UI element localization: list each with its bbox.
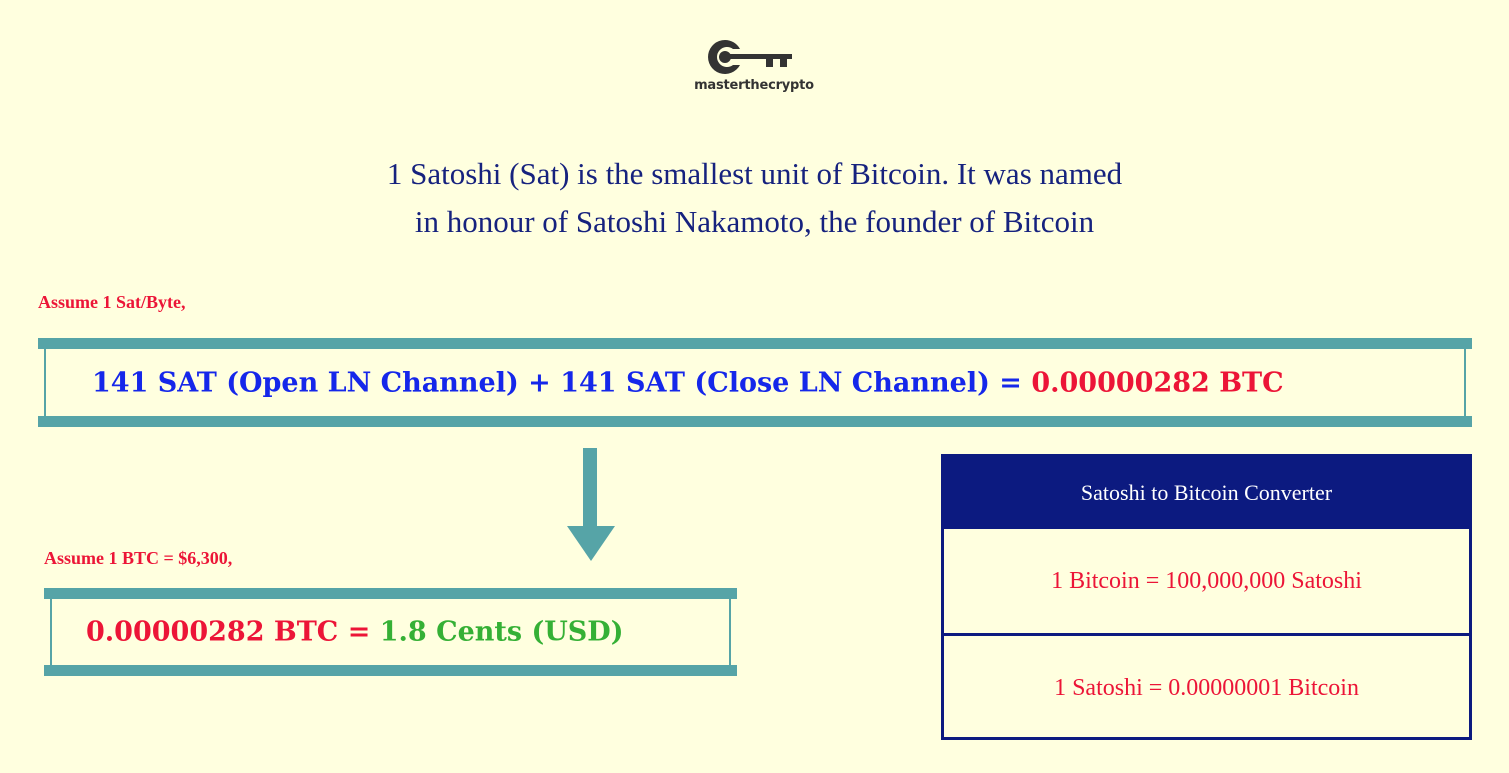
logo-text: masterthecrypto	[694, 78, 814, 93]
equals-sign: =	[999, 367, 1022, 398]
intro-line-2: in honour of Satoshi Nakamoto, the found…	[414, 204, 1095, 239]
converter-title: Satoshi to Bitcoin Converter	[944, 457, 1469, 529]
fee-result: 0.00000282 BTC	[1031, 367, 1284, 398]
usd-result: 1.8 Cents (USD)	[379, 616, 624, 648]
equals-sign: =	[347, 616, 371, 648]
arrow-down-icon	[567, 448, 615, 561]
intro-text: 1 Satoshi (Sat) is the smallest unit of …	[0, 150, 1509, 246]
fee-equation: 141 SAT (Open LN Channel) + 141 SAT (Clo…	[92, 367, 1284, 398]
converter-row-bitcoin: 1 Bitcoin = 100,000,000 Satoshi	[1051, 568, 1362, 594]
usd-equation-box: 0.00000282 BTC = 1.8 Cents (USD)	[44, 588, 737, 676]
close-channel-cost: 141 SAT (Close LN Channel)	[560, 367, 990, 398]
converter-row-satoshi: 1 Satoshi = 0.00000001 Bitcoin	[944, 633, 1469, 741]
fee-equation-box: 141 SAT (Open LN Channel) + 141 SAT (Clo…	[38, 338, 1472, 427]
intro-line-1: 1 Satoshi (Sat) is the smallest unit of …	[386, 156, 1123, 191]
key-icon	[708, 40, 792, 74]
plus-sign: +	[528, 367, 551, 398]
converter-table: Satoshi to Bitcoin Converter 1 Bitcoin =…	[941, 454, 1472, 740]
logo: masterthecrypto	[684, 36, 824, 93]
open-channel-cost: 141 SAT (Open LN Channel)	[92, 367, 519, 398]
btc-amount: 0.00000282 BTC	[86, 616, 339, 648]
usd-assumption: Assume 1 BTC = $6,300,	[44, 548, 233, 568]
usd-equation: 0.00000282 BTC = 1.8 Cents (USD)	[86, 617, 623, 648]
fee-assumption: Assume 1 Sat/Byte,	[38, 292, 186, 312]
